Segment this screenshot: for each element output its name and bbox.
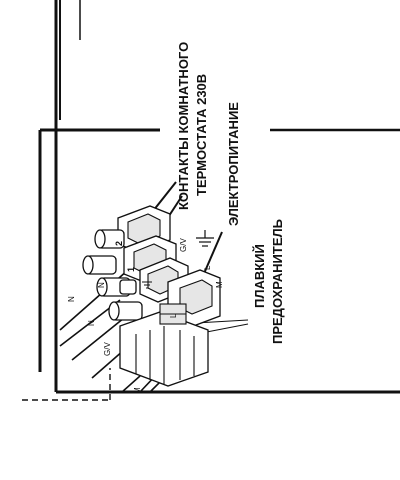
- earth-wire-dashed: [22, 368, 111, 401]
- terminal-block: [82, 205, 221, 387]
- mark-gv-right: G/V: [179, 238, 188, 252]
- mark-l-2: L: [203, 265, 212, 270]
- mark-l-1: L: [169, 313, 178, 318]
- mark-gv-left: G/V: [103, 342, 112, 356]
- earth-symbol-icon: [196, 230, 214, 247]
- label-fuse-line2: ПРЕДОХРАНИТЕЛЬ: [270, 219, 285, 344]
- terminal-marks: 2 1 N N N G/V G/V M M L L: [67, 238, 224, 394]
- earth-symbol-small-icon: [142, 281, 152, 289]
- label-thermostat-line1: КОНТАКТЫ КОМНАТНОГО: [176, 42, 191, 210]
- screw-terminals: [82, 229, 143, 321]
- terminal-number-2: 2: [114, 241, 124, 246]
- mark-n-1: N: [67, 296, 76, 302]
- mark-n-3: N: [97, 282, 106, 288]
- mark-n-2: N: [87, 320, 96, 326]
- label-thermostat-line2: ТЕРМОСТАТА 230В: [194, 74, 209, 196]
- mark-m-1: M: [215, 281, 224, 288]
- label-fuse-line1: ПЛАВКИЙ: [252, 244, 267, 308]
- callout-labels: КОНТАКТЫ КОМНАТНОГО ТЕРМОСТАТА 230В ЭЛЕК…: [176, 42, 285, 344]
- terminal-number-1: 1: [126, 267, 136, 272]
- label-power: ЭЛЕКТРОПИТАНИЕ: [226, 102, 241, 226]
- mark-m-2: M: [133, 387, 142, 394]
- outer-wires: [38, 0, 400, 394]
